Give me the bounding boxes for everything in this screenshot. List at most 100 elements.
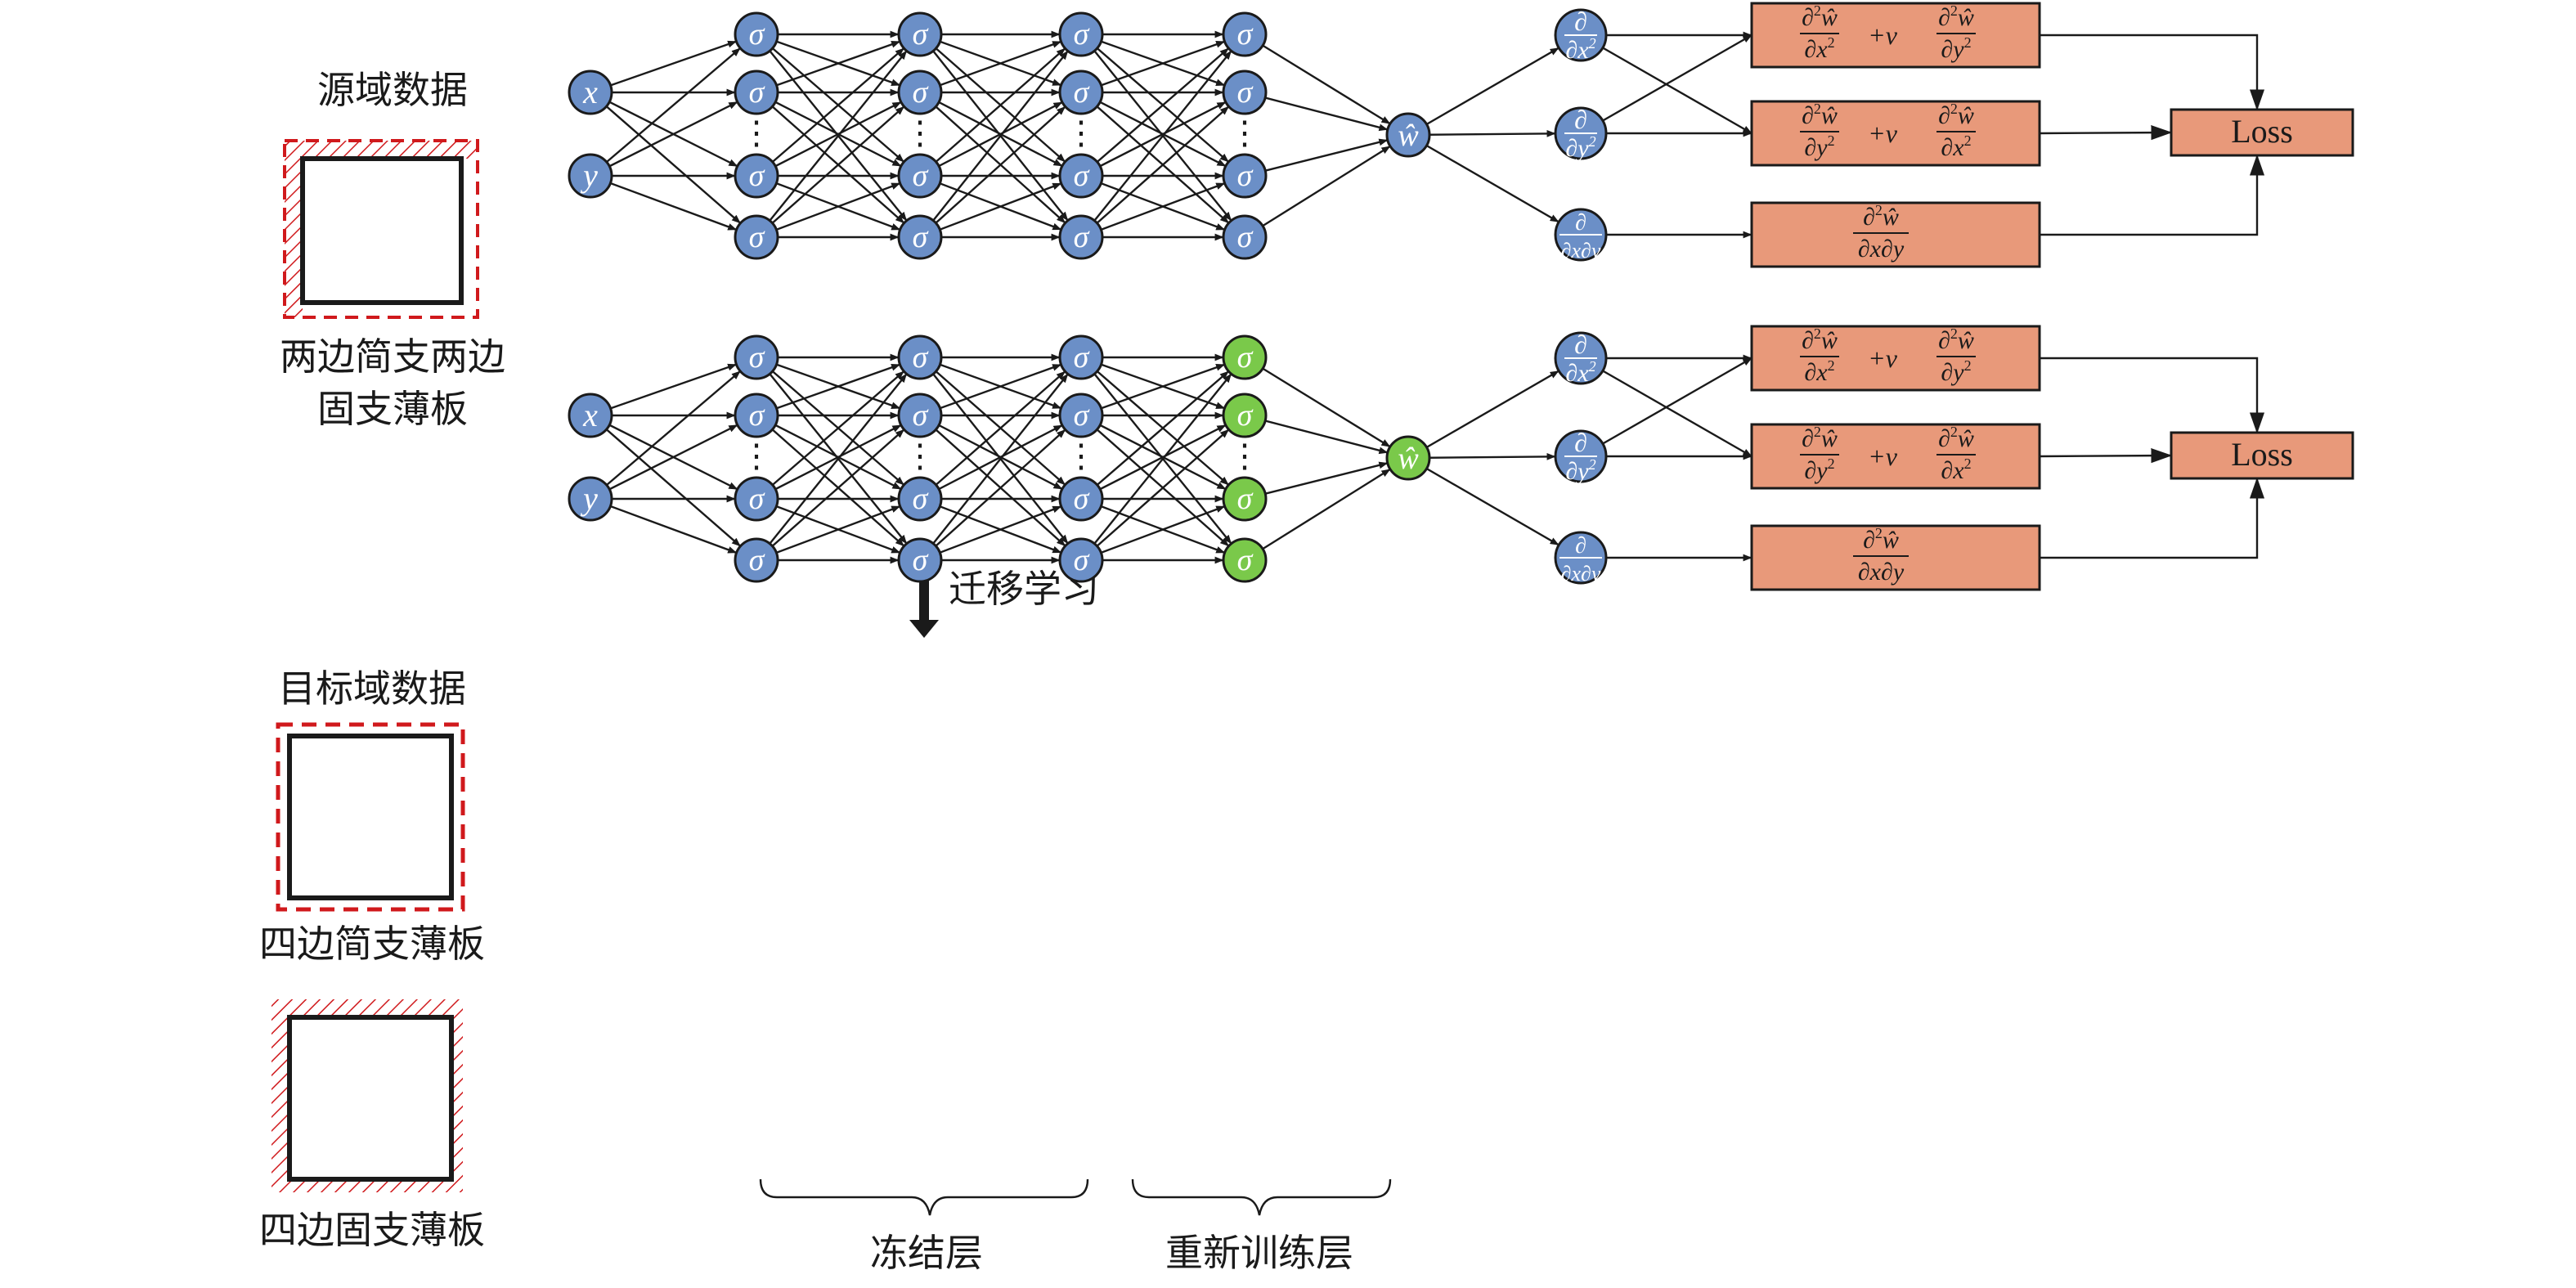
layer-braces: 冻结层 重新训练层 [759,1178,1392,1275]
edge-hidden-hidden [756,47,905,177]
loss-box: Loss [2170,108,2354,157]
edge-hidden-hidden [919,505,1062,562]
hidden-node [897,476,943,522]
fraction-exponent: 2 [1875,202,1883,218]
fraction-w: ŵ [1821,102,1838,129]
source-caption-line1: 两边简支两边 [280,334,505,379]
hidden-ellipsis: ⋮ [904,438,936,474]
pde-box-rect [1750,100,2041,167]
output-node-w [1385,112,1431,158]
edge-hidden-hidden [1080,373,1232,561]
edge-hidden-hidden [919,373,1069,561]
derivative-exponent: 2 [1589,358,1596,375]
edge-hidden-hidden [1080,105,1230,238]
hidden-node-label: σ [913,482,929,516]
edge-input-hidden [590,101,738,177]
fraction-exponent: 2 [1964,34,1972,51]
target-plate-dashed-border [276,722,465,912]
hidden-node [1222,11,1268,57]
edge-hidden-hidden [919,47,1066,177]
hidden-node [1058,153,1104,199]
edge-hidden-hidden [756,34,905,163]
hidden-node [734,153,779,199]
retrain-brace [1131,1178,1392,1216]
hidden-ellipsis: ⋮ [1228,114,1261,151]
fraction-exponent: 2 [1950,101,1958,117]
pde-box-mixed: ∂2ŵ∂x∂y [1750,524,2041,591]
clamped-plate-square [287,1015,454,1182]
edge-hidden-hidden [756,91,902,168]
hidden-node [734,334,779,380]
edge-hidden-output [1244,356,1391,448]
hidden-node [1222,70,1268,115]
hidden-node [897,153,943,199]
target-network: xyσσσσ⋮σσσσ⋮σσσσ⋮σσσσ⋮ŵ∂∂x2∂∂y2∂∂x∂y∂2ŵ∂… [568,325,2354,591]
hidden-node-label: σ [1237,398,1254,433]
edge-hidden-hidden [1080,47,1230,177]
edge-hidden-hidden [756,363,901,417]
fraction-numerator: ∂2ŵ [1938,2,1974,31]
hidden-node [1058,214,1104,260]
frozen-brace [759,1178,1089,1216]
edge-box-loss [2040,357,2265,434]
edge-hidden-hidden [756,414,902,491]
edge-hidden-hidden [919,357,1066,486]
fraction-exponent: 2 [1964,132,1972,149]
hidden-ellipsis: ⋮ [740,114,773,151]
edge-hidden-hidden [756,357,905,486]
edge-output-derivative [1407,129,1556,137]
hidden-node [1222,334,1268,380]
hidden-node [1058,334,1104,380]
derivative-denominator: ∂y2 [1565,133,1595,162]
hidden-node-label: σ [1237,340,1254,375]
fraction-w: ŵ [1821,425,1838,452]
hidden-node-label: σ [1074,398,1090,433]
pde-box-2: ∂2ŵ∂y2+ν∂2ŵ∂x2 [1750,423,2041,490]
input-node-label: y [580,157,598,194]
edge-input-hidden [590,497,738,554]
fraction-denominator: ∂x∂y [1858,559,1905,586]
hidden-node-label: σ [749,543,765,577]
edge-hidden-hidden [756,429,905,561]
fraction-w: ŵ [1821,327,1838,354]
edge-input-hidden [590,415,742,547]
edges [590,353,2265,564]
edge-output-derivative [1407,47,1560,137]
pde-box-1: ∂2ŵ∂x2+ν∂2ŵ∂y2 [1750,2,2041,69]
derivative-denominator: ∂x∂y [1561,562,1601,586]
hidden-node-label: σ [749,398,765,433]
edge-hidden-hidden [1080,505,1226,562]
edge-hidden-hidden [1080,91,1227,168]
output-node-label: ŵ [1398,119,1419,153]
edge-hidden-hidden [1080,424,1227,500]
hidden-node [1058,70,1104,115]
edge-hidden-hidden [919,174,1062,231]
hidden-node [1222,476,1268,522]
hidden-ellipsis: ⋮ [904,114,936,151]
edge-hidden-hidden [756,370,905,500]
pde-box-rect [1750,2,2041,69]
edge-hidden-hidden [1080,415,1230,547]
fraction-exponent: 2 [1828,34,1835,51]
hidden-node-label: σ [1237,482,1254,516]
fraction-denominator: ∂x∂y [1858,236,1905,263]
hidden-node [1058,393,1104,438]
hidden-node [734,393,779,438]
derivative-numerator: ∂ [1574,105,1587,134]
transfer-arrow-head [909,620,939,638]
derivative-exponent: 2 [1589,133,1596,150]
edge-hidden-hidden [756,101,902,177]
hidden-ellipsis: ⋮ [740,438,773,474]
fraction-exponent: 2 [1950,325,1958,342]
edge-hidden-hidden [756,34,908,222]
loss-label: Loss [2231,113,2293,150]
derivative-numerator: ∂ [1575,210,1586,236]
fraction-exponent: 2 [1814,325,1821,342]
edge-hidden-hidden [919,34,1066,163]
target-plate-simply-supported [276,722,465,912]
edge-hidden-hidden [1080,92,1230,224]
edge-hidden-hidden [756,424,902,500]
fraction-w: ŵ [1958,102,1974,129]
hidden-ellipsis: ⋮ [1065,438,1097,474]
hidden-node [897,70,943,115]
